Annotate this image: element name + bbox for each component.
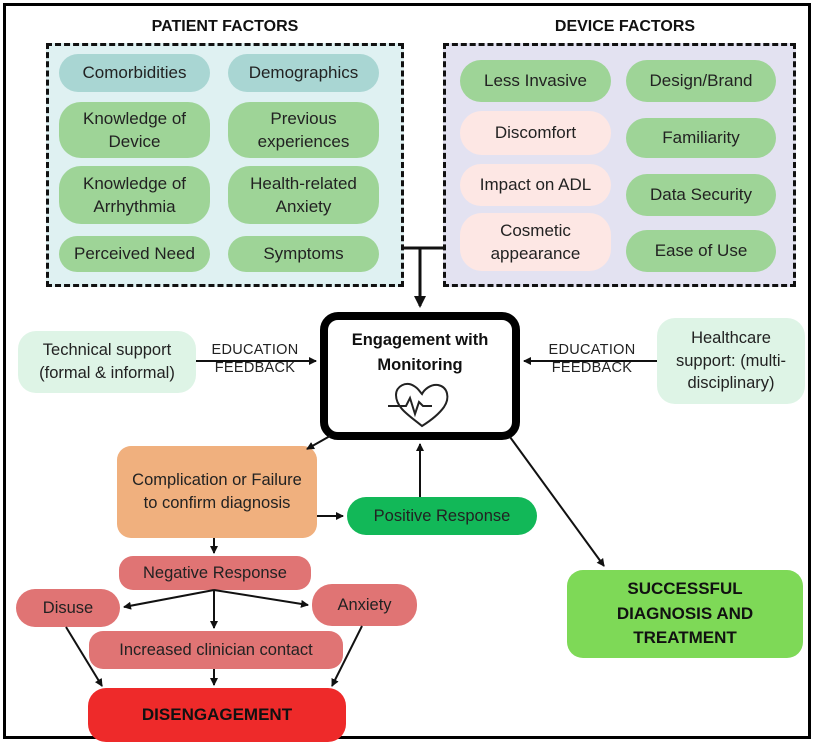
engagement-title: Engagement with Monitoring — [351, 331, 489, 374]
factor-knowledge-of-device: Knowledge of Device — [59, 102, 210, 158]
factor-data-security: Data Security — [626, 174, 776, 216]
engagement-to-complication-arrow — [306, 435, 331, 450]
factor-perceived-need: Perceived Need — [59, 236, 210, 272]
technical-support: Technical support (formal & informal) — [18, 331, 196, 393]
device-factors-heading: DEVICE FACTORS — [554, 18, 696, 35]
disuse-box: Disuse — [16, 589, 120, 627]
factor-cosmetic-appearance: Cosmetic appearance — [460, 213, 611, 271]
left-label-education: EDUCATION — [211, 342, 299, 358]
factor-demographics: Demographics — [228, 54, 379, 92]
right-label-education: EDUCATION — [548, 342, 636, 358]
factor-knowledge-of-arrhythmia: Knowledge of Arrhythmia — [59, 166, 210, 224]
disengagement-box: DISENGAGEMENT — [88, 688, 346, 742]
negative-to-anxiety-arrow — [213, 589, 309, 608]
patient-factors-heading: PATIENT FACTORS — [151, 18, 299, 35]
complication-box: Complication or Failure to confirm diagn… — [117, 446, 317, 538]
right-label-feedback: FEEDBACK — [551, 360, 633, 377]
factor-discomfort: Discomfort — [460, 111, 611, 155]
factor-design-brand: Design/Brand — [626, 60, 776, 102]
engagement-box: Engagement with Monitoring — [320, 312, 520, 440]
factor-symptoms: Symptoms — [228, 236, 379, 272]
negative-response-box: Negative Response — [119, 556, 311, 590]
positive-response-box: Positive Response — [347, 497, 537, 535]
factor-impact-on-adl: Impact on ADL — [460, 164, 611, 206]
negative-to-disuse-arrow — [123, 589, 215, 610]
disuse-to-disengagement-arrow — [65, 626, 103, 687]
success-box: SUCCESSFUL DIAGNOSIS AND TREATMENT — [567, 570, 803, 658]
healthcare-support: Healthcare support: (multi-disciplinary) — [657, 318, 805, 404]
factor-familiarity: Familiarity — [626, 118, 776, 158]
clinician-contact-box: Increased clinician contact — [89, 631, 343, 669]
heart-pulse-icon — [388, 383, 449, 428]
left-label-feedback: FEEDBACK — [214, 360, 296, 377]
factor-ease-of-use: Ease of Use — [626, 230, 776, 272]
factor-less-invasive: Less Invasive — [460, 60, 611, 102]
engagement-to-success-arrow — [509, 436, 605, 567]
factor-previous-experiences: Previous experiences — [228, 102, 379, 158]
anxiety-box: Anxiety — [312, 584, 417, 626]
factor-comorbidities: Comorbidities — [59, 54, 210, 92]
factor-health-related-anxiety: Health-related Anxiety — [228, 166, 379, 224]
right-arrow-label: EDUCATION FEEDBACK — [537, 341, 647, 377]
anxiety-to-disengagement-arrow — [331, 625, 363, 687]
left-arrow-label: EDUCATION FEEDBACK — [200, 341, 310, 377]
